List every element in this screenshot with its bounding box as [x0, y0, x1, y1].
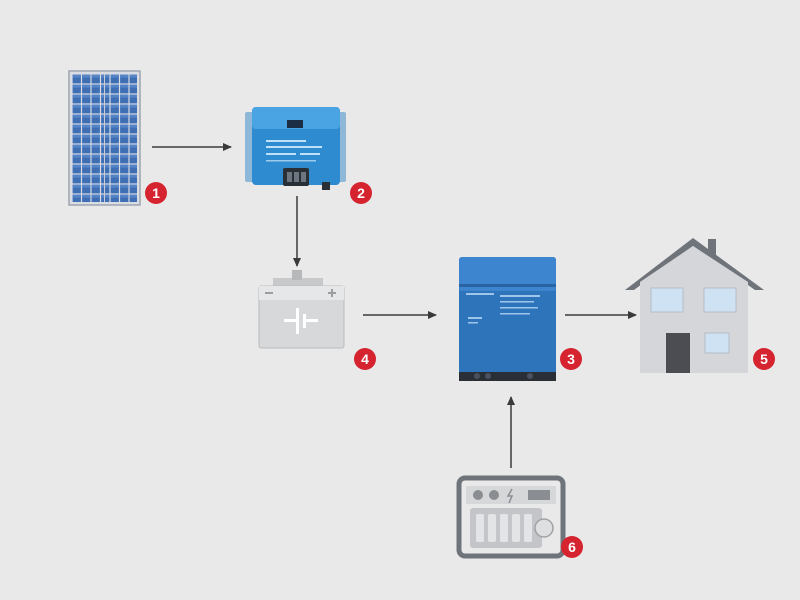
mppt-charge-controller-icon [245, 107, 346, 190]
badge-3-label: 3 [567, 351, 575, 367]
inverter-charger-icon [459, 257, 556, 381]
flow-arrows [152, 143, 637, 468]
generator-icon [456, 475, 566, 559]
battery [258, 270, 345, 349]
badge-5: 5 [753, 348, 775, 370]
badge-4: 4 [354, 348, 376, 370]
badge-3: 3 [560, 348, 582, 370]
solar-panel [68, 70, 141, 206]
generator [456, 475, 566, 559]
badge-1-label: 1 [152, 185, 160, 201]
badge-2: 2 [350, 182, 372, 204]
charge-controller [245, 107, 346, 190]
badge-6-label: 6 [568, 539, 576, 555]
badge-6: 6 [561, 536, 583, 558]
badge-2-label: 2 [357, 185, 365, 201]
house-icon [625, 238, 764, 373]
house [625, 238, 764, 373]
solar-panel-icon [68, 70, 141, 206]
inverter [459, 257, 556, 381]
battery-icon [258, 270, 345, 349]
badge-4-label: 4 [361, 351, 369, 367]
badge-1: 1 [145, 182, 167, 204]
badge-5-label: 5 [760, 351, 768, 367]
